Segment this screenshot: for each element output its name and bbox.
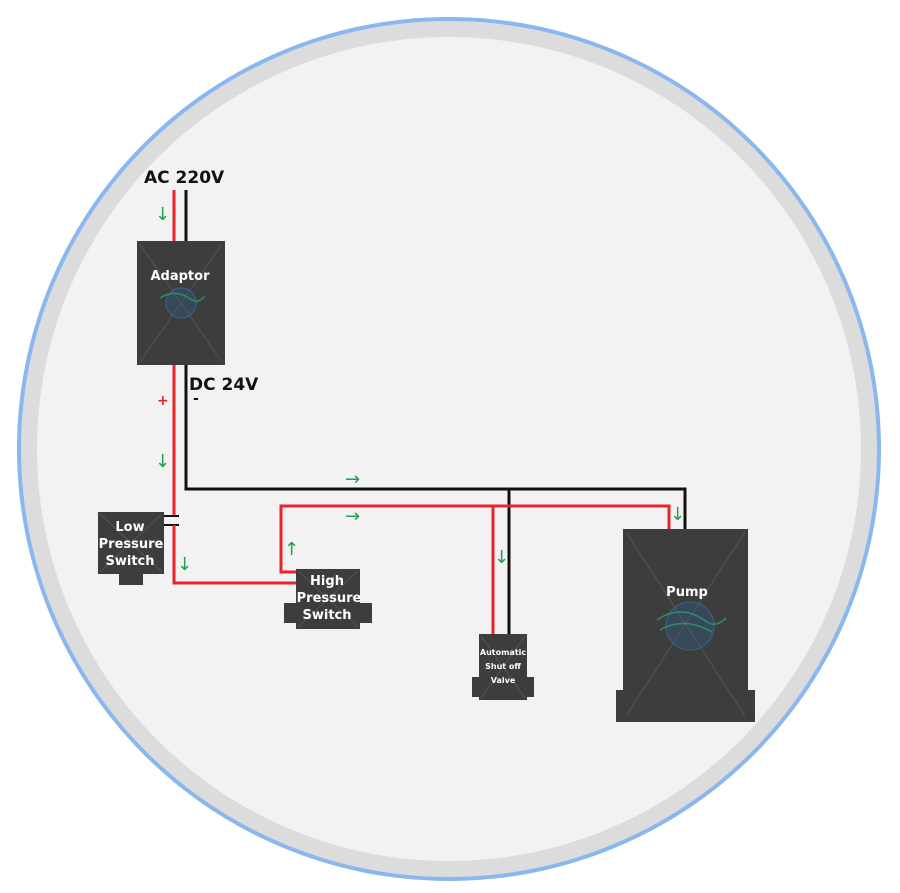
negative-sign: - (193, 391, 199, 407)
low-pressure-switch-label-3: Switch (105, 554, 154, 569)
low-pressure-switch-label-1: Low (115, 520, 144, 535)
dc-negative-wire (184, 364, 687, 529)
high-pressure-switch-label-3: Switch (302, 608, 351, 623)
flow-arrow-right-positive: → (345, 506, 360, 527)
low-pressure-switch-device: Low Pressure Switch (98, 512, 164, 585)
logo-icon (159, 287, 206, 319)
flow-arrow-to-valve: ↓ (494, 547, 509, 568)
high-pressure-switch-label-1: High (310, 574, 344, 589)
flow-arrow-ac-in: ↓ (155, 204, 170, 225)
pump-label: Pump (666, 585, 708, 600)
adaptor-label: Adaptor (150, 269, 210, 284)
dc-positive-wire-c (279, 504, 671, 574)
ac-input-label: AC 220V (144, 168, 225, 188)
adaptor-device: Adaptor (137, 241, 225, 365)
shutoff-valve-label-2: Shut off (485, 662, 521, 671)
low-pressure-switch-label-2: Pressure (99, 537, 164, 552)
flow-arrow-up-from-high-switch: ↑ (284, 539, 299, 560)
shutoff-valve-device: Automatic Shut off Valve (472, 634, 534, 700)
flow-arrow-to-high-switch: ↓ (177, 554, 192, 575)
pump-device: Pump (616, 529, 755, 722)
shutoff-valve-label-3: Valve (491, 676, 516, 685)
high-pressure-switch-device: High Pressure Switch (284, 569, 372, 629)
flow-arrow-to-pump: ↓ (670, 504, 685, 525)
diagram-background (37, 37, 861, 861)
shutoff-valve-label-1: Automatic (480, 648, 527, 657)
logo-icon (656, 601, 727, 651)
positive-sign: + (157, 393, 169, 409)
dc-positive-wire-b (172, 525, 296, 585)
dc-output-label: DC 24V (189, 375, 259, 395)
flow-arrow-right-negative: → (345, 469, 360, 490)
high-pressure-switch-label-2: Pressure (297, 591, 362, 606)
flow-arrow-dc-positive: ↓ (155, 451, 170, 472)
